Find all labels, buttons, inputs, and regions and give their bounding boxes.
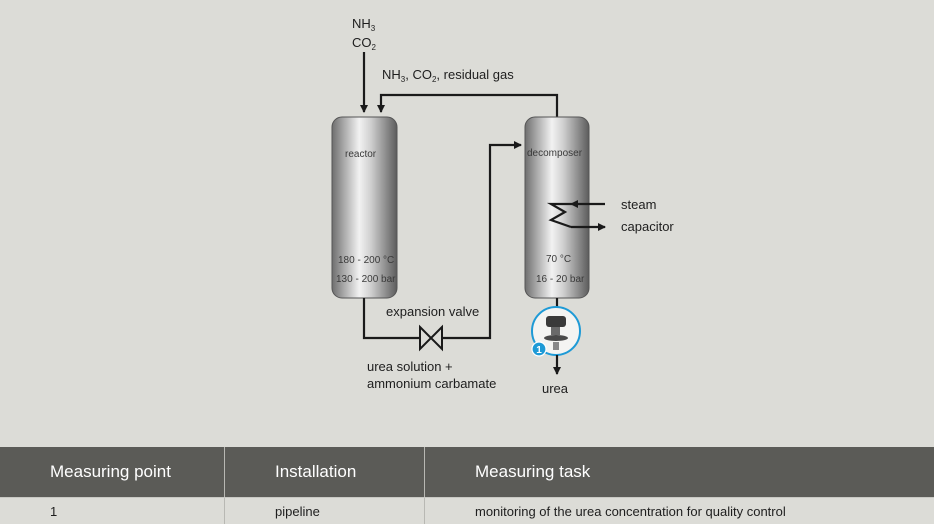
- reactor-pressure: 130 - 200 bar: [336, 274, 396, 285]
- measuring-points-table: Measuring point Installation Measuring t…: [0, 447, 934, 524]
- header-measuring-point: Measuring point: [50, 462, 171, 481]
- recycle-gas-label: NH3, CO2, residual gas: [382, 67, 514, 84]
- capacitor-label: capacitor: [621, 219, 674, 234]
- svg-text:1: 1: [536, 345, 542, 356]
- header-installation: Installation: [224, 447, 424, 497]
- input-nh3-label: NH3: [352, 16, 376, 33]
- decomposer-pressure: 16 - 20 bar: [536, 274, 585, 285]
- mixture-label-line1: urea solution +: [367, 359, 453, 374]
- reactor-label: reactor: [345, 149, 377, 160]
- header-measuring-task: Measuring task: [424, 447, 934, 497]
- expansion-valve-label: expansion valve: [386, 304, 479, 319]
- reactor-temperature: 180 - 200 °C: [338, 255, 394, 266]
- mixture-label-line2: ammonium carbamate: [367, 376, 496, 391]
- heat-exchanger-icon: [546, 200, 606, 231]
- table-row: 1 pipeline monitoring of the urea concen…: [0, 497, 934, 524]
- decomposer-label: decomposer: [527, 148, 583, 159]
- steam-label: steam: [621, 197, 656, 212]
- product-urea-label: urea: [542, 381, 569, 396]
- table-header: Measuring point Installation Measuring t…: [0, 447, 934, 497]
- measuring-instrument-icon: [531, 306, 581, 356]
- transfer-line: [362, 141, 522, 340]
- cell-installation: pipeline: [224, 498, 424, 524]
- measuring-point-badge: 1: [531, 341, 547, 357]
- cell-measuring-point: 1: [50, 503, 58, 519]
- input-co2-label: CO2: [352, 35, 377, 52]
- cell-measuring-task: monitoring of the urea concentration for…: [424, 498, 934, 524]
- decomposer-temperature: 70 °C: [546, 254, 571, 265]
- urea-process-diagram: NH3 CO2 NH3, CO2, residual gas reactor 1…: [331, 16, 674, 396]
- recycle-line: [377, 93, 559, 117]
- expansion-valve-icon: [419, 324, 443, 352]
- reactor-vessel: [331, 116, 398, 299]
